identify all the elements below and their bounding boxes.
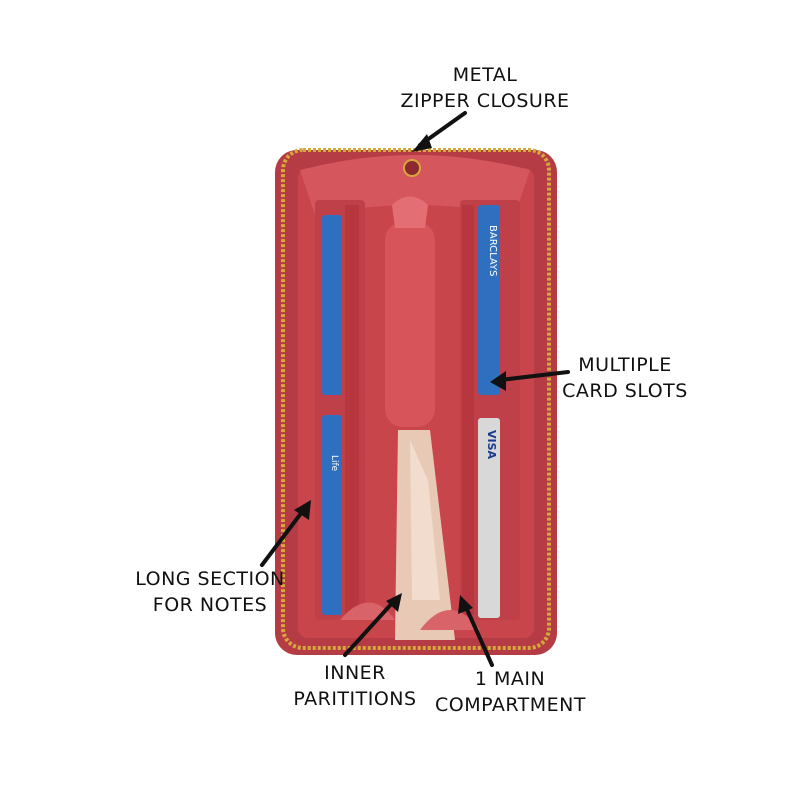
label-line: PARITITIONS [293, 688, 417, 710]
strap-knot [392, 196, 428, 228]
right-card-bottom [478, 418, 500, 618]
zipper-pull [403, 159, 421, 177]
label-metal-zipper-closure: METAL ZIPPER CLOSURE [400, 62, 570, 114]
label-line: INNER [324, 662, 386, 684]
label-line: COMPARTMENT [435, 694, 586, 716]
inner-partition-right [420, 610, 480, 630]
right-slot-panel [460, 200, 520, 620]
right-card-top [478, 205, 500, 395]
note-paper [410, 440, 440, 600]
label-line: 1 MAIN [474, 668, 546, 690]
center-strap [385, 222, 435, 427]
left-card-bottom [322, 415, 342, 615]
label-line: CARD SLOTS [562, 380, 688, 402]
arrow-inner [343, 593, 402, 657]
label-inner-partitions: INNER PARITITIONS [285, 660, 425, 712]
label-line: ZIPPER CLOSURE [400, 90, 570, 112]
arrow-notes [260, 500, 311, 567]
label-main-compartment: 1 MAIN COMPARTMENT [435, 666, 586, 718]
label-line: FOR NOTES [152, 594, 268, 616]
right-card-bank-text: BARCLAYS [487, 225, 498, 276]
arrows [260, 111, 570, 667]
left-card-top [322, 215, 342, 395]
label-line: METAL [452, 64, 518, 86]
label-multiple-card-slots: MULTIPLE CARD SLOTS [560, 352, 690, 404]
label-line: MULTIPLE [578, 354, 672, 376]
label-line: LONG SECTION [135, 568, 285, 590]
left-slot-edge [345, 205, 359, 615]
arrow-main [458, 595, 494, 667]
right-card-brand-text: VISA [485, 430, 498, 460]
right-slot-edge [462, 205, 474, 615]
label-long-section-for-notes: LONG SECTION FOR NOTES [130, 566, 290, 618]
arrow-cards [490, 370, 570, 391]
left-card-text: Life [329, 455, 339, 472]
arrow-zipper [412, 111, 467, 152]
